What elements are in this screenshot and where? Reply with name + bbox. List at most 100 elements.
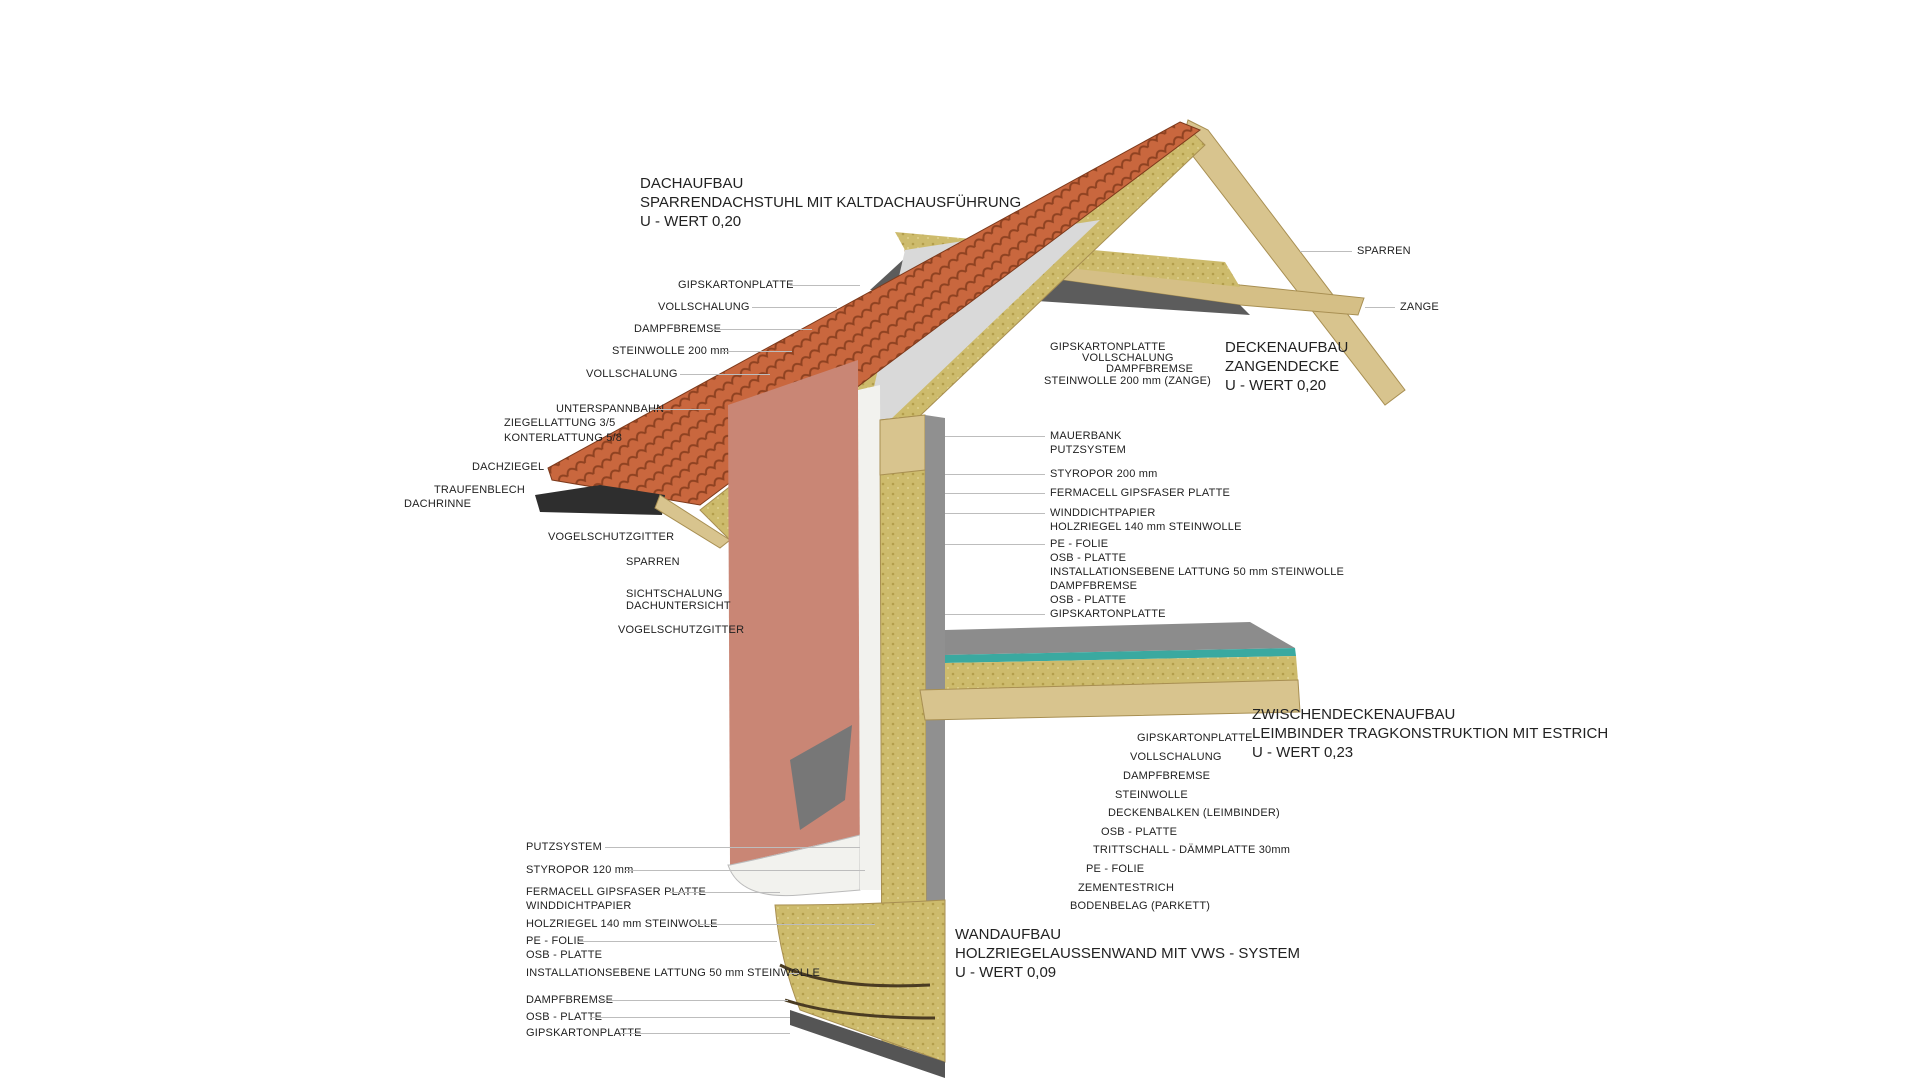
ceiling-heading: DECKENAUFBAU ZANGENDECKE U - WERT 0,20 <box>1225 338 1348 395</box>
floor-label: BODENBELAG (PARKETT) <box>1070 900 1211 912</box>
ceiling-label: VOLLSCHALUNG <box>1082 352 1174 364</box>
roof-label: STEINWOLLE 200 mm <box>612 345 730 357</box>
wall-section-bottom <box>774 899 946 1078</box>
roof-label: SICHTSCHALUNG <box>626 588 723 600</box>
floor-label: VOLLSCHALUNG <box>1130 751 1222 763</box>
wall-label: STYROPOR 120 mm <box>526 864 634 876</box>
floor-insulation <box>945 656 1298 690</box>
leader-line <box>620 1033 790 1034</box>
wall-label: FERMACELL GIPSFASER PLATTE <box>526 886 707 898</box>
roof-label: VOGELSCHUTZGITTER <box>548 531 675 543</box>
leader-line <box>789 973 799 974</box>
floor-heading: ZWISCHENDECKENAUFBAU LEIMBINDER TRAGKONS… <box>1252 705 1608 762</box>
wall-top-label: STYROPOR 200 mm <box>1050 468 1158 480</box>
ceiling-heading-uvalue: U - WERT 0,20 <box>1225 377 1327 394</box>
ceiling-label: STEINWOLLE 200 mm (ZANGE) <box>1044 375 1211 387</box>
leader-line <box>790 285 860 286</box>
floor-label: OSB - PLATTE <box>1101 826 1178 838</box>
wall-top-label: FERMACELL GIPSFASER PLATTE <box>1050 487 1231 499</box>
floor-parquet <box>945 622 1295 655</box>
floor-heading-subtitle: LEIMBINDER TRAGKONSTRUKTION MIT ESTRICH <box>1252 725 1609 742</box>
ceiling-heading-title: DECKENAUFBAU <box>1225 339 1349 356</box>
floor-heading-title: ZWISCHENDECKENAUFBAU <box>1252 706 1456 723</box>
wall-label: WINDDICHTPAPIER <box>526 900 632 912</box>
roof-label: ZIEGELLATTUNG 3/5 <box>504 417 616 429</box>
wall-styrofoam <box>858 385 882 890</box>
roof-label: VOLLSCHALUNG <box>586 368 678 380</box>
wall-top-label: DAMPFBREMSE <box>1050 580 1138 592</box>
floor-label: TRITTSCHALL - DÄMMPLATTE 30mm <box>1093 844 1291 856</box>
roof-label: TRAUFENBLECH <box>434 484 526 496</box>
leader-line <box>590 1017 790 1018</box>
truss-label-rafter: SPARREN <box>1357 245 1411 257</box>
roof-label: SPARREN <box>626 556 680 568</box>
floor-label: ZEMENTESTRICH <box>1078 882 1175 894</box>
downpipe-flap <box>790 725 852 830</box>
roof-label: DAMPFBREMSE <box>634 323 722 335</box>
leader-line <box>945 544 1045 545</box>
roof-heading: DACHAUFBAU SPARRENDACHSTUHL MIT KALTDACH… <box>640 174 1021 231</box>
leader-line <box>695 924 875 925</box>
roof-heading-title: DACHAUFBAU <box>640 175 744 192</box>
external-wall <box>727 360 945 1062</box>
leader-line <box>670 892 780 893</box>
eave-board <box>654 494 731 549</box>
leader-line <box>945 513 1045 514</box>
floor-label: GIPSKARTONPLATTE <box>1137 732 1253 744</box>
ceiling-label: DAMPFBREMSE <box>1106 363 1194 375</box>
wall-label: INSTALLATIONSEBENE LATTUNG 50 mm STEINWO… <box>526 967 821 979</box>
leader-line <box>945 436 1045 437</box>
wall-plate <box>879 414 926 476</box>
wall-label: DAMPFBREMSE <box>526 994 614 1006</box>
wall-label: PUTZSYSTEM <box>526 841 602 853</box>
floor-label: PE - FOLIE <box>1086 863 1145 875</box>
roof-label: KONTERLATTUNG 5/8 <box>504 432 623 444</box>
wall-top-label: PE - FOLIE <box>1050 538 1109 550</box>
floor-heading-uvalue: U - WERT 0,23 <box>1252 744 1354 761</box>
intermediate-floor <box>919 622 1301 721</box>
wall-top-label: GIPSKARTONPLATTE <box>1050 608 1166 620</box>
leader-line <box>598 1000 788 1001</box>
wall-top-label: OSB - PLATTE <box>1050 552 1127 564</box>
wall-heading-title: WANDAUFBAU <box>955 926 1062 943</box>
leader-line <box>577 941 777 942</box>
wall-heading-uvalue: U - WERT 0,09 <box>955 964 1057 981</box>
floor-label: DECKENBALKEN (LEIMBINDER) <box>1108 807 1280 819</box>
leader-line <box>1365 307 1395 308</box>
wall-top-label: PUTZSYSTEM <box>1050 444 1126 456</box>
render-face <box>728 360 860 865</box>
roof-label: DACHZIEGEL <box>472 461 545 473</box>
roof-label: UNTERSPANNBAHN <box>556 403 665 415</box>
leader-line <box>605 847 860 848</box>
roof-heading-uvalue: U - WERT 0,20 <box>640 213 742 230</box>
floor-foil <box>945 648 1296 663</box>
truss-label-collar: ZANGE <box>1400 301 1439 313</box>
floor-label: STEINWOLLE <box>1115 789 1188 801</box>
roof-label: DACHUNTERSICHT <box>626 600 731 612</box>
wall-label: OSB - PLATTE <box>526 949 603 961</box>
roof-heading-subtitle: SPARRENDACHSTUHL MIT KALTDACHAUSFÜHRUNG <box>640 194 1022 211</box>
floor-beam <box>919 679 1301 721</box>
leader-line <box>1300 251 1352 252</box>
leader-line <box>945 493 1045 494</box>
ceiling-heading-subtitle: ZANGENDECKE <box>1225 358 1340 375</box>
eave-gutter <box>535 485 665 515</box>
ceiling-label: GIPSKARTONPLATTE <box>1050 341 1166 353</box>
floor-label: DAMPFBREMSE <box>1123 770 1211 782</box>
wall-top-label: INSTALLATIONSEBENE LATTUNG 50 mm STEINWO… <box>1050 566 1345 578</box>
wall-top-label: MAUERBANK <box>1050 430 1122 442</box>
wall-top-label: WINDDICHTPAPIER <box>1050 507 1156 519</box>
wall-heading-subtitle: HOLZRIEGELAUSSENWAND MIT VWS - SYSTEM <box>955 945 1301 962</box>
roof-label: VOGELSCHUTZGITTER <box>618 624 745 636</box>
wall-top-label: HOLZRIEGEL 140 mm STEINWOLLE <box>1050 521 1242 533</box>
roof-label: DACHRINNE <box>404 498 472 510</box>
leader-line <box>650 409 710 410</box>
leader-line <box>680 374 770 375</box>
leader-line <box>752 307 837 308</box>
leader-line <box>712 329 812 330</box>
wall-label: OSB - PLATTE <box>526 1011 603 1023</box>
wall-label: HOLZRIEGEL 140 mm STEINWOLLE <box>526 918 718 930</box>
wall-label: PE - FOLIE <box>526 935 585 947</box>
